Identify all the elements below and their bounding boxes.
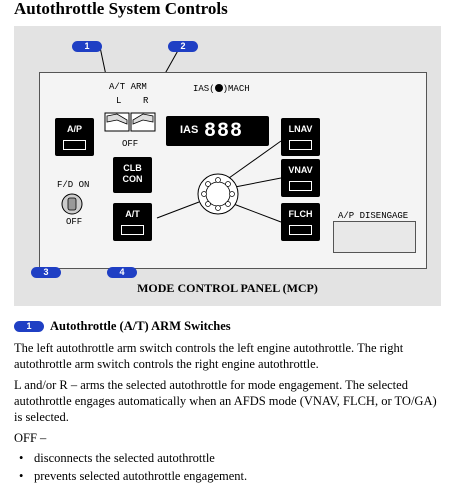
- fd-off-label: OFF: [66, 217, 83, 227]
- flch-button-label: FLCH: [288, 209, 313, 219]
- flch-button[interactable]: FLCH: [281, 203, 320, 241]
- description-para-2: L and/or R – arms the selected autothrot…: [14, 378, 437, 424]
- description-para-3: OFF –: [14, 431, 47, 445]
- heading-text: Autothrottle (A/T) ARM Switches: [50, 319, 231, 333]
- speed-selector-knob[interactable]: [196, 172, 240, 216]
- at-arm-label: A/T ARM: [109, 82, 147, 92]
- ap-disengage-label: A/P DISENGAGE: [338, 211, 409, 221]
- right-arm-switch-icon[interactable]: [132, 113, 154, 125]
- callout-3: 3: [31, 267, 61, 278]
- at-button-label: A/T: [125, 209, 140, 219]
- callout-2: 2: [168, 41, 198, 52]
- callout-1: 1: [72, 41, 102, 52]
- ap-button[interactable]: A/P: [55, 118, 94, 156]
- left-arm-switch-icon[interactable]: [106, 113, 128, 125]
- at-to-knob-line: [156, 201, 200, 219]
- at-button-lamp: [121, 225, 144, 235]
- page-title: Autothrottle System Controls: [14, 0, 228, 18]
- flch-button-lamp: [289, 225, 312, 235]
- knob-to-lnav-line: [228, 140, 282, 179]
- lnav-button-lamp: [289, 140, 312, 150]
- description-para-1: The left autothrottle arm switch control…: [14, 341, 404, 371]
- at-button[interactable]: A/T: [113, 203, 152, 241]
- ias-display-label: IAS: [180, 124, 199, 136]
- fd-switch-icon[interactable]: [60, 192, 84, 216]
- at-arm-off-label: OFF: [122, 139, 139, 149]
- ias-display-digits: 888: [204, 120, 244, 143]
- fd-on-label: F/D ON: [57, 180, 90, 190]
- ias-mach-label: IAS()MACH: [193, 84, 250, 94]
- figure-caption: MODE CONTROL PANEL (MCP): [137, 281, 318, 295]
- at-arm-right-label: R: [143, 96, 149, 106]
- lnav-button[interactable]: LNAV: [281, 118, 320, 156]
- description-bullets: disconnects the selected autothrottle pr…: [14, 450, 444, 486]
- vnav-button[interactable]: VNAV: [281, 159, 320, 197]
- at-arm-left-label: L: [116, 96, 122, 106]
- vnav-button-lamp: [289, 181, 312, 191]
- knob-to-flch-line: [230, 202, 282, 223]
- lnav-button-label: LNAV: [288, 124, 313, 134]
- bullet-item: prevents selected autothrottle engagemen…: [14, 468, 444, 484]
- description-heading: 1 Autothrottle (A/T) ARM Switches: [14, 318, 444, 334]
- heading-callout: 1: [14, 321, 44, 332]
- ap-disengage-bar[interactable]: [333, 221, 416, 253]
- ap-button-label: A/P: [66, 124, 82, 134]
- ias-display-window: IAS 888: [166, 116, 269, 146]
- callout-4: 4: [107, 267, 137, 278]
- ias-mach-selector-icon[interactable]: [214, 84, 223, 92]
- vnav-button-label: VNAV: [288, 165, 313, 175]
- bullet-item: disconnects the selected autothrottle: [14, 450, 444, 466]
- ap-button-lamp: [63, 140, 86, 150]
- at-arm-switches: [104, 112, 156, 132]
- knob-to-vnav-line: [234, 177, 282, 188]
